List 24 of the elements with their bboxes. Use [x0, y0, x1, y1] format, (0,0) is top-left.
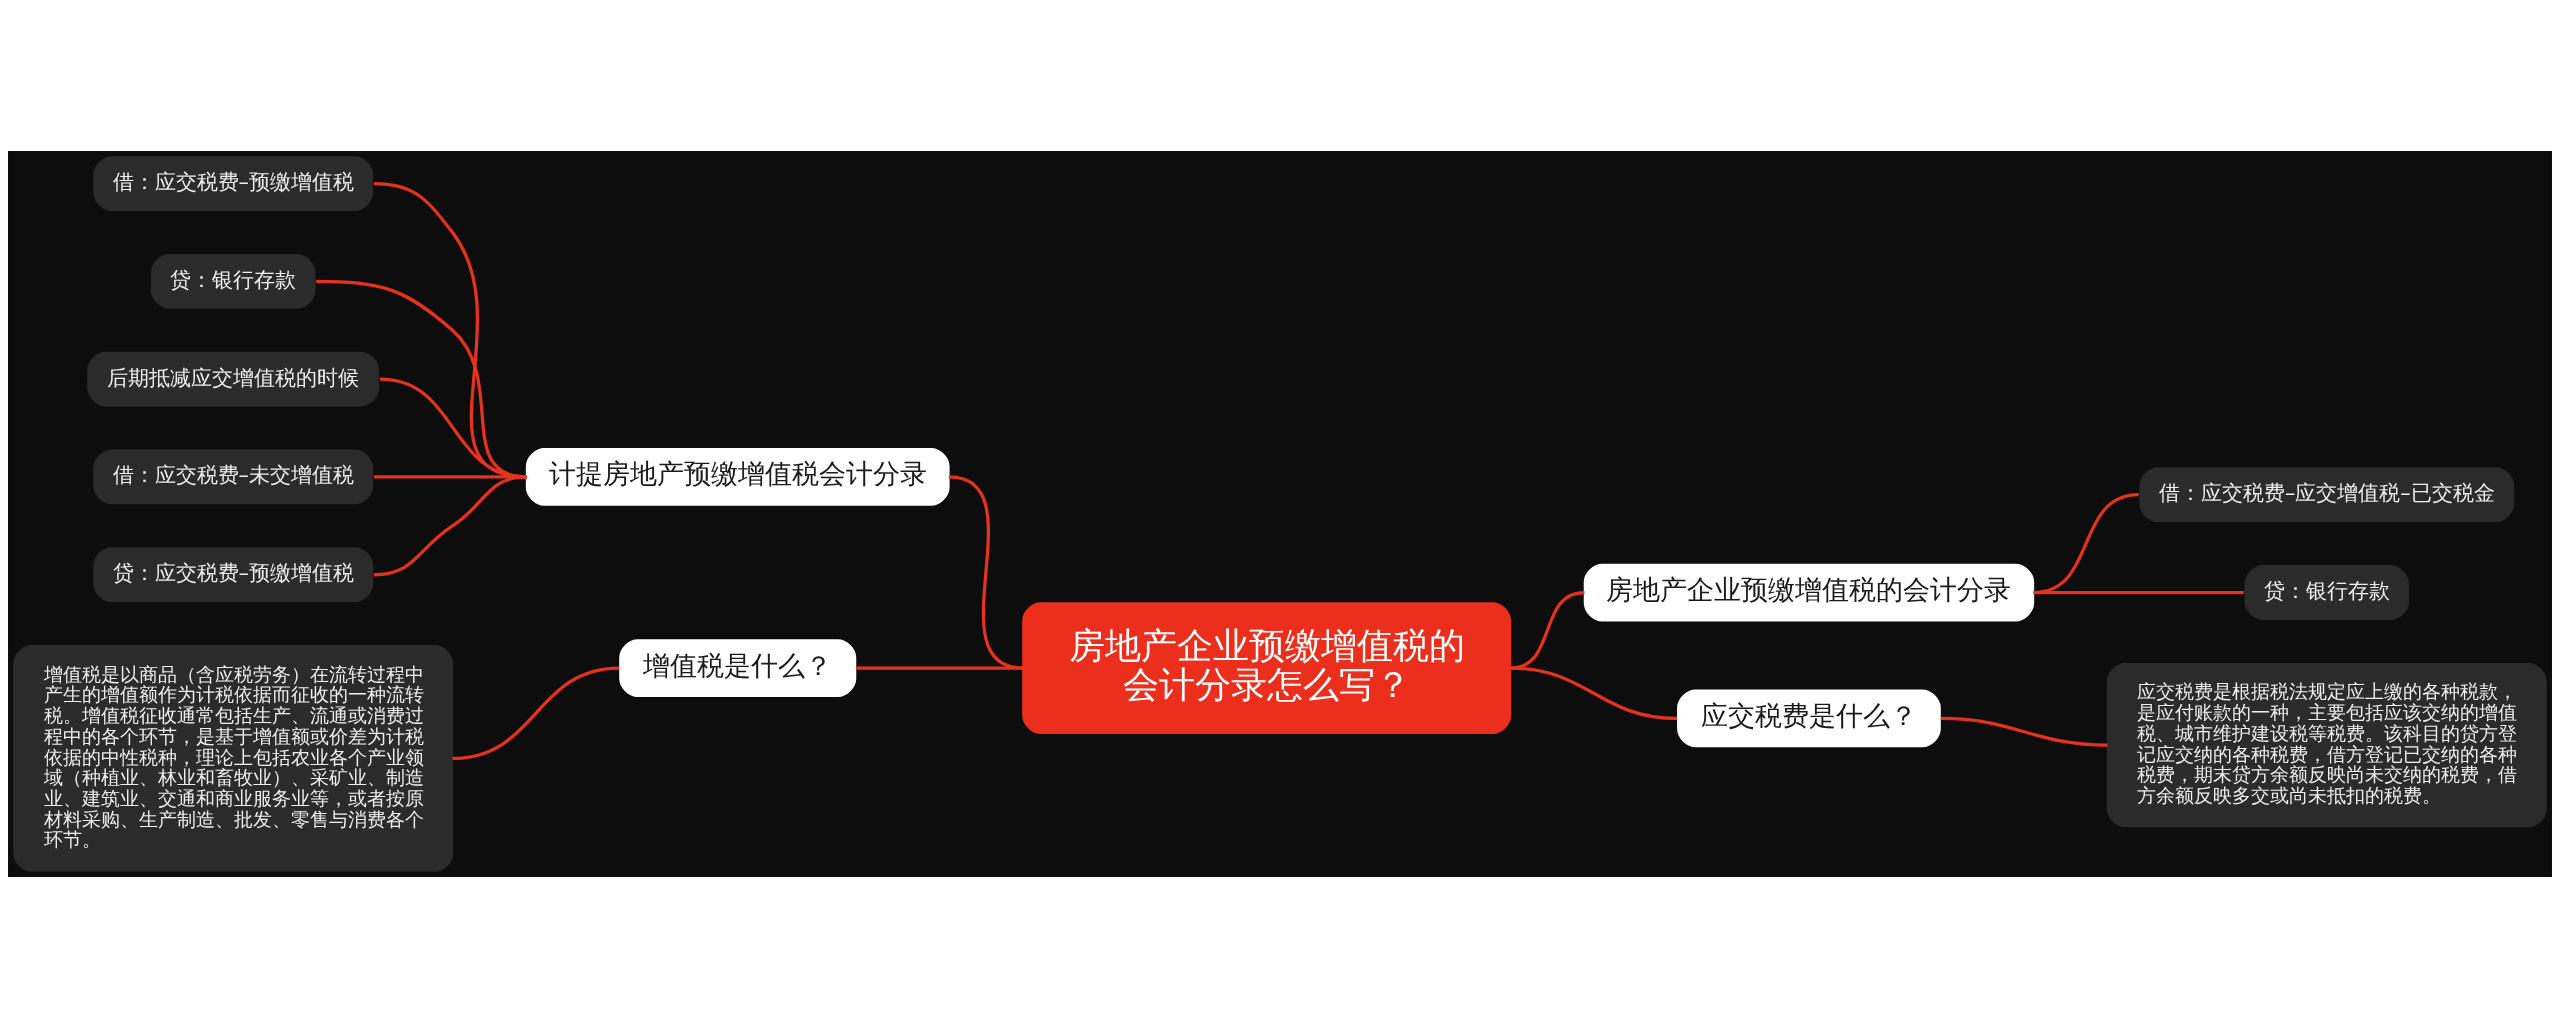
node-box: 贷：银行存款 [151, 253, 316, 309]
connector [373, 475, 527, 577]
node-box: 应交税费是什么？ [1677, 689, 1941, 748]
node-box: 房地产企业预缴增值税的会计分录 [1583, 563, 2035, 622]
connector [856, 666, 1023, 670]
node-box: 后期抵减应交增值税的时候 [87, 351, 380, 407]
connector [316, 279, 527, 479]
connector [373, 181, 527, 479]
connector [1940, 716, 2108, 747]
node-box: 计提房地产预缴增值税会计分录 [525, 448, 950, 506]
node-box: 贷：应交税费–预缴增值税 [93, 547, 374, 603]
connector [1510, 590, 1585, 670]
node-box: 房地产企业预缴增值税的会计分录怎么写？ [1022, 602, 1512, 734]
connector [1510, 666, 1678, 721]
connector [374, 475, 527, 479]
connector [2033, 590, 2244, 595]
node-box: 贷：银行存款 [2244, 565, 2409, 620]
connector [452, 666, 620, 761]
node-box: 应交税费是根据税法规定应上缴的各种税款，是应付账款的一种，主要包括应该交纳的增值税、城市维护建设税等税费。该科目的贷方登记应交纳的各种税费，借方登记已交纳的各种税费，期末贷方余额反映尚未交纳的税费，借方余额反映多交或尚未抵扣的税费。 [2106, 662, 2547, 828]
node-box: 增值税是什么？ [619, 639, 857, 697]
node-box: 借：应交税费–预缴增值税 [93, 156, 374, 211]
node-box: 增值税是以商品（含应税劳务）在流转过程中产生的增值额作为计税依据而征收的一种流转税。增值税征收通常包括生产、流通或消费过程中的各个环节，是基于增值额或价差为计税依据的中性税种，理论上包括农业各个产业领域（种植业、林业和畜牧业）、采矿业、制造业、建筑业、交通和商业服务业等，或者按原材料采购、生产制造、批发、零售与消费各个环节。 [13, 645, 454, 872]
node-box: 借：应交税费–未交增值税 [93, 449, 374, 505]
node-box: 借：应交税费–应交增值税–已交税金 [2139, 467, 2515, 523]
